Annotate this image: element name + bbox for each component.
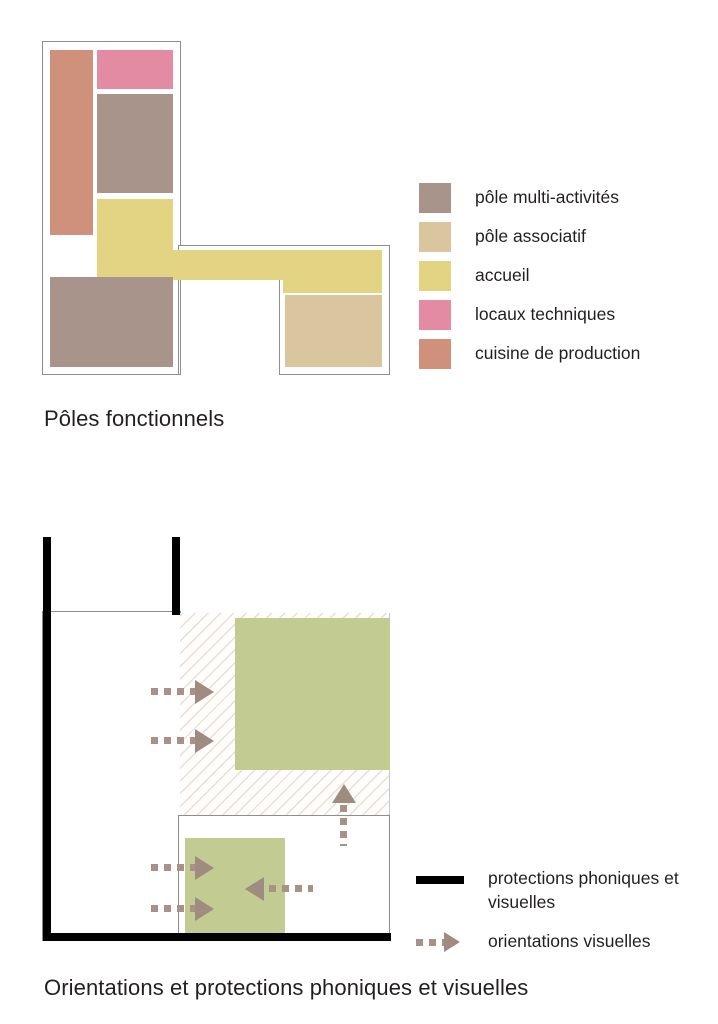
- acoustic-wall-bottom: [43, 933, 391, 941]
- arrow-dashes: [151, 864, 195, 871]
- legend-item-label: pôle associatif: [475, 226, 586, 247]
- plan-outline-lower-main-block: [42, 611, 181, 941]
- legend-item-protections-phoniques: protections phoniques et visuelles: [416, 868, 703, 914]
- orientation-arrow-west-upper-1: [151, 680, 221, 704]
- figure-poles-fonctionnels: pôle multi-activités pôle associatif acc…: [0, 0, 718, 460]
- arrow-head-icon: [195, 856, 214, 880]
- color-swatch-icon: [419, 300, 451, 330]
- room-pole-associatif: [285, 295, 382, 367]
- color-swatch-icon: [419, 183, 451, 213]
- figure-caption-orientations-protections: Orientations et protections phoniques et…: [44, 975, 529, 1000]
- room-locaux-techniques: [97, 50, 173, 89]
- legend-item-label: pôle multi-activités: [475, 187, 619, 208]
- arrow-dashes: [151, 688, 195, 695]
- legend-item-accueil: accueil: [419, 261, 529, 291]
- room-accueil-arm: [97, 250, 283, 280]
- orientation-arrow-west-upper-2: [151, 729, 221, 753]
- outdoor-space-upper: [235, 618, 390, 770]
- arrow-head-icon: [195, 729, 214, 753]
- arrow-head-icon: [195, 897, 214, 921]
- room-pole-multi-activites-upper: [97, 94, 173, 193]
- color-swatch-icon: [419, 261, 451, 291]
- orientation-arrow-east-lower: [245, 877, 315, 901]
- legend-poles-fonctionnels: pôle multi-activités pôle associatif acc…: [419, 183, 699, 373]
- color-swatch-icon: [419, 339, 451, 369]
- figure-caption-poles-fonctionnels: Pôles fonctionnels: [44, 406, 225, 431]
- room-cuisine-de-production: [50, 50, 93, 235]
- orientation-arrow-north: [332, 784, 356, 846]
- room-accueil-upper: [97, 199, 173, 235]
- legend-item-locaux-techniques: locaux techniques: [419, 300, 615, 330]
- arrow-dashes: [151, 737, 195, 744]
- arrow-head-icon: [332, 784, 356, 803]
- thick-line-icon: [416, 870, 464, 900]
- plan-courtyard-notch: [180, 273, 280, 375]
- legend-item-label: locaux techniques: [475, 304, 616, 325]
- color-swatch-icon: [419, 222, 451, 252]
- legend-item-label: cuisine de production: [475, 343, 641, 364]
- legend-item-pole-multi-activites: pôle multi-activités: [419, 183, 619, 213]
- legend-item-orientations-visuelles: orientations visuelles: [416, 930, 650, 954]
- orientation-arrow-west-lower-1: [151, 856, 221, 880]
- legend-item-pole-associatif: pôle associatif: [419, 222, 586, 252]
- legend-item-cuisine-de-production: cuisine de production: [419, 339, 640, 369]
- orientation-arrow-west-lower-2: [151, 897, 221, 921]
- legend-orientations-protections: protections phoniques et visuelles orien…: [416, 868, 706, 960]
- arrow-dashes: [269, 885, 313, 892]
- arrow-dashes: [340, 805, 347, 846]
- dashed-arrow-icon: [416, 931, 464, 953]
- arrow-head-icon: [245, 877, 264, 901]
- arrow-dashes: [151, 905, 195, 912]
- room-pole-multi-activites-lower: [50, 277, 173, 367]
- outdoor-space-lower: [185, 838, 285, 941]
- room-accueil-joint: [97, 233, 173, 252]
- legend-item-label: accueil: [475, 265, 530, 286]
- room-accueil-arm-east: [283, 250, 382, 293]
- legend-item-label: protections phoniques et visuelles: [488, 868, 679, 912]
- legend-item-label: orientations visuelles: [488, 931, 651, 951]
- acoustic-wall-left: [43, 537, 51, 941]
- arrow-head-icon: [195, 680, 214, 704]
- acoustic-wall-inner-vertical: [172, 537, 180, 615]
